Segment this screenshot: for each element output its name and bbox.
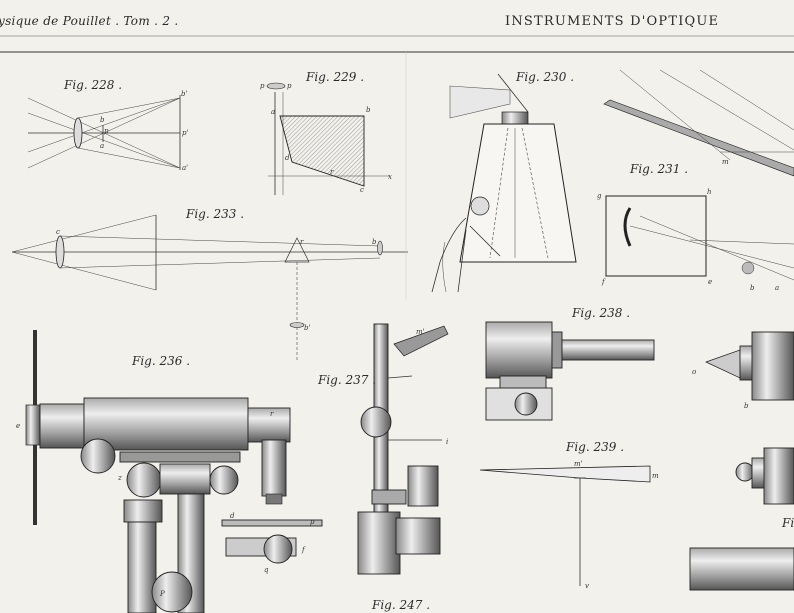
svg-text:f: f — [301, 546, 306, 554]
label-fig-231: Fig. 231 . — [630, 162, 689, 176]
svg-text:m: m — [722, 158, 729, 166]
figure-rods-top-right: m — [603, 69, 794, 177]
svg-text:b': b' — [304, 324, 310, 332]
label-fig-236: Fig. 236 . — [132, 354, 191, 368]
figure-238-eyepiece-tube — [485, 321, 655, 421]
label-fig-237: Fig. 237 . — [318, 373, 377, 387]
svg-text:d: d — [230, 512, 235, 520]
svg-text:b: b — [366, 106, 371, 114]
svg-text:d: d — [285, 154, 290, 162]
svg-text:p: p — [104, 127, 109, 135]
figure-229-prism-diagram: p p a b d c r x — [260, 82, 392, 195]
svg-text:p': p' — [182, 129, 188, 137]
label-fig-239: Fig. 239 . — [566, 440, 625, 454]
svg-text:m: m — [652, 472, 659, 480]
svg-text:r: r — [270, 410, 274, 418]
header-book-title: ysique de Pouillet . Tom . 2 . — [0, 14, 179, 28]
svg-text:v: v — [585, 582, 589, 590]
svg-text:b: b — [750, 284, 755, 292]
svg-text:i: i — [446, 438, 448, 446]
svg-text:b: b — [100, 116, 105, 124]
figure-236-telescope-stand: e r d p f q z P — [16, 330, 323, 613]
svg-text:a: a — [271, 108, 275, 116]
svg-text:h: h — [707, 188, 712, 196]
label-fig-230: Fig. 230 . — [516, 70, 575, 84]
svg-text:b': b' — [181, 90, 187, 98]
svg-text:o: o — [692, 368, 696, 376]
svg-text:m': m' — [416, 328, 425, 336]
figure-228-lens-diagram: b' p' a' b p a — [27, 90, 188, 172]
label-fig-cut: Fi — [782, 516, 794, 530]
svg-text:r: r — [330, 168, 334, 176]
figure-right-telescope-parts: o b — [689, 331, 794, 591]
figure-233-telescope-rays: c r b b' — [11, 214, 408, 360]
svg-text:b: b — [372, 238, 377, 246]
svg-text:e: e — [708, 278, 712, 286]
svg-text:p: p — [310, 518, 315, 526]
svg-text:g: g — [597, 192, 602, 200]
svg-text:q: q — [264, 566, 269, 574]
svg-text:p: p — [287, 82, 292, 90]
label-fig-247: Fig. 247 . — [372, 598, 431, 612]
label-fig-228: Fig. 228 . — [64, 78, 123, 92]
svg-text:p: p — [260, 82, 265, 90]
svg-text:x: x — [388, 173, 392, 181]
svg-text:c: c — [360, 186, 364, 194]
svg-text:f: f — [601, 278, 606, 286]
svg-text:m': m' — [574, 460, 583, 468]
label-fig-229: Fig. 229 . — [306, 70, 365, 84]
svg-text:e: e — [16, 422, 20, 430]
figure-237-vertical-microscope: m' i — [357, 323, 449, 575]
svg-text:z: z — [117, 474, 122, 482]
label-fig-238: Fig. 238 . — [572, 306, 631, 320]
label-fig-233: Fig. 233 . — [186, 207, 245, 221]
figure-230-camera-obscura — [431, 73, 577, 293]
svg-text:a: a — [775, 284, 779, 292]
svg-text:P: P — [159, 590, 165, 598]
svg-text:r: r — [300, 238, 304, 246]
svg-text:c: c — [56, 228, 60, 236]
header-plate-title: INSTRUMENTS D'OPTIQUE — [505, 14, 720, 29]
figure-239-lever-diagram: m' m v — [479, 460, 659, 590]
figure-231-reflection-box: g h f e b a — [597, 188, 794, 292]
svg-text:b: b — [744, 402, 749, 410]
svg-text:a': a' — [182, 164, 188, 172]
svg-text:a: a — [100, 142, 104, 150]
